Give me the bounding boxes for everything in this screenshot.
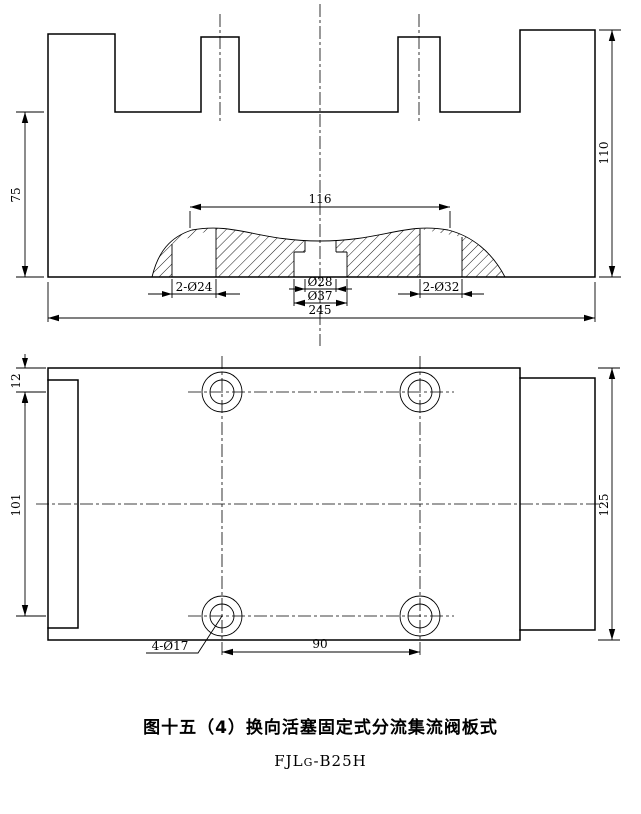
dim-125-label: 125 — [597, 494, 611, 517]
dim-12-label: 12 — [9, 373, 23, 388]
hole-channel-right — [420, 229, 462, 277]
dim-left-height: 75 — [9, 111, 44, 278]
dim-110-label: 110 — [597, 142, 611, 165]
model-suffix: -B25H — [313, 752, 367, 770]
dim-center-hole-inner: Ø28 — [289, 275, 352, 292]
dim-101-label: 101 — [9, 494, 23, 517]
dim-4xd17-label: 4-Ø17 — [152, 639, 189, 653]
dim-total-width: 245 — [47, 282, 596, 322]
hole-channel-edges — [171, 228, 463, 277]
left-step-edge — [47, 379, 79, 629]
dim-90-label: 90 — [312, 637, 327, 651]
dimensions-top-view: 116 245 75 110 2-Ø24 Ø — [9, 29, 621, 322]
dim-col-spacing: 90 — [222, 637, 420, 656]
dim-left-holes: 2-Ø24 — [148, 279, 240, 298]
engineering-drawing: 116 245 75 110 2-Ø24 Ø — [9, 4, 621, 658]
dim-2xd32-label: 2-Ø32 — [423, 280, 460, 294]
callout-mount-holes: 4-Ø17 — [146, 615, 223, 654]
hole-channel-left — [172, 228, 216, 277]
dim-center-hole-outer: Ø37 — [293, 279, 348, 307]
model-series-letter: G — [303, 756, 314, 769]
model-number: FJLG-B25H — [0, 752, 641, 770]
dim-d28-label: Ø28 — [307, 275, 332, 289]
dim-overall-height: 125 — [597, 367, 620, 641]
figure-caption-text: 图十五（4）换向活塞固定式分流集流阀板式 — [143, 718, 498, 738]
hole-channel-center — [294, 240, 347, 277]
dim-row-spacing: 101 — [9, 392, 46, 617]
top-view-outline — [47, 29, 596, 278]
dimensions-bottom-view: 12 101 125 90 4-Ø17 — [9, 354, 620, 656]
section-hatching — [151, 227, 506, 278]
dim-top-offset: 12 — [9, 354, 46, 406]
top-view-section — [47, 29, 596, 278]
dim-245-label: 245 — [309, 303, 332, 317]
dim-d37-label: Ø37 — [307, 289, 332, 303]
bottom-view-outline — [47, 367, 521, 641]
dim-right-height: 110 — [597, 29, 621, 278]
dim-2xd24-label: 2-Ø24 — [176, 280, 213, 294]
dim-75-label: 75 — [9, 187, 23, 202]
dim-116-label: 116 — [309, 192, 332, 206]
model-prefix: FJL — [274, 752, 304, 770]
dim-right-holes: 2-Ø32 — [398, 279, 484, 298]
dim-groove-width: 116 — [189, 192, 451, 228]
figure-caption: 图十五（4）换向活塞固定式分流集流阀板式 — [0, 713, 641, 738]
centerlines — [36, 4, 604, 658]
